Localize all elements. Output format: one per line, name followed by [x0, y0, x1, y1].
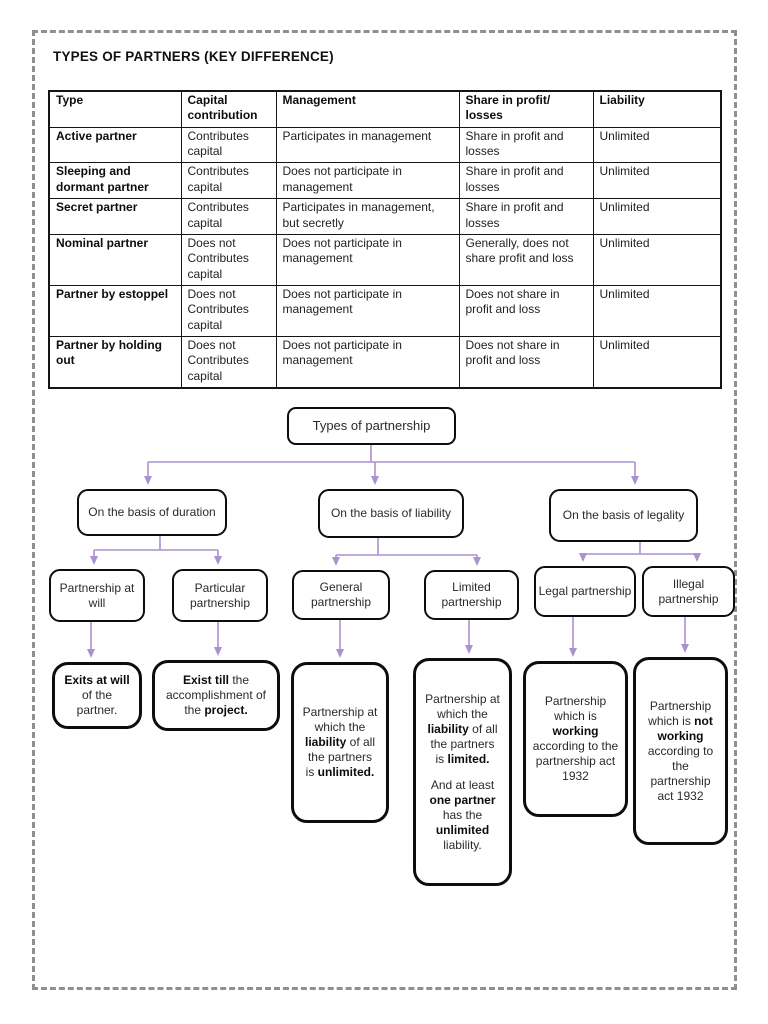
table-cell: Does not participate in management — [275, 162, 460, 200]
column-header-management: Management — [275, 90, 460, 128]
table-header-row: Type Capital contribution Management Sha… — [48, 90, 722, 128]
table-cell: Unlimited — [592, 284, 722, 338]
table-cell: Share in profit and losses — [458, 126, 594, 164]
column-header-type: Type — [48, 90, 182, 128]
table-cell: Does not Contributes capital — [180, 233, 277, 286]
table-cell: Contributes capital — [180, 162, 277, 200]
table-cell: Share in profit and losses — [458, 198, 594, 235]
table-cell: Nominal partner — [48, 233, 182, 286]
partners-table: Type Capital contribution Management Sha… — [48, 90, 722, 390]
table-cell: Does not participate in management — [275, 284, 460, 338]
table-cell: Sleeping and dormant partner — [48, 162, 182, 200]
table-cell: Unlimited — [592, 233, 722, 286]
column-header-liability: Liability — [592, 90, 722, 128]
table-cell: Unlimited — [592, 126, 722, 164]
table-cell: Generally, does not share profit and los… — [458, 233, 594, 286]
table-cell: Unlimited — [592, 198, 722, 235]
table-cell: Participates in management — [275, 126, 460, 164]
table-cell: Contributes capital — [180, 198, 277, 235]
table-cell: Active partner — [48, 126, 182, 164]
table-cell: Secret partner — [48, 198, 182, 235]
table-cell: Partner by estoppel — [48, 284, 182, 338]
table-cell: Share in profit and losses — [458, 162, 594, 200]
table-cell: Does not Contributes capital — [180, 336, 277, 389]
table-cell: Participates in management, but secretly — [275, 198, 460, 235]
table-cell: Unlimited — [592, 336, 722, 389]
table-cell: Contributes capital — [180, 126, 277, 164]
table-cell: Does not share in profit and loss — [458, 336, 594, 389]
column-header-capital: Capital contribution — [180, 90, 277, 128]
table-cell: Does not Contributes capital — [180, 284, 277, 338]
table-cell: Does not share in profit and loss — [458, 284, 594, 338]
table-cell: Partner by holding out — [48, 336, 182, 389]
table-cell: Does not participate in management — [275, 233, 460, 286]
page-title: TYPES OF PARTNERS (KEY DIFFERENCE) — [53, 49, 334, 64]
table-cell: Does not participate in management — [275, 336, 460, 389]
page-border-frame: TYPES OF PARTNERS (KEY DIFFERENCE) Type … — [32, 30, 737, 990]
table-cell: Unlimited — [592, 162, 722, 200]
column-header-share: Share in profit/ losses — [458, 90, 594, 128]
